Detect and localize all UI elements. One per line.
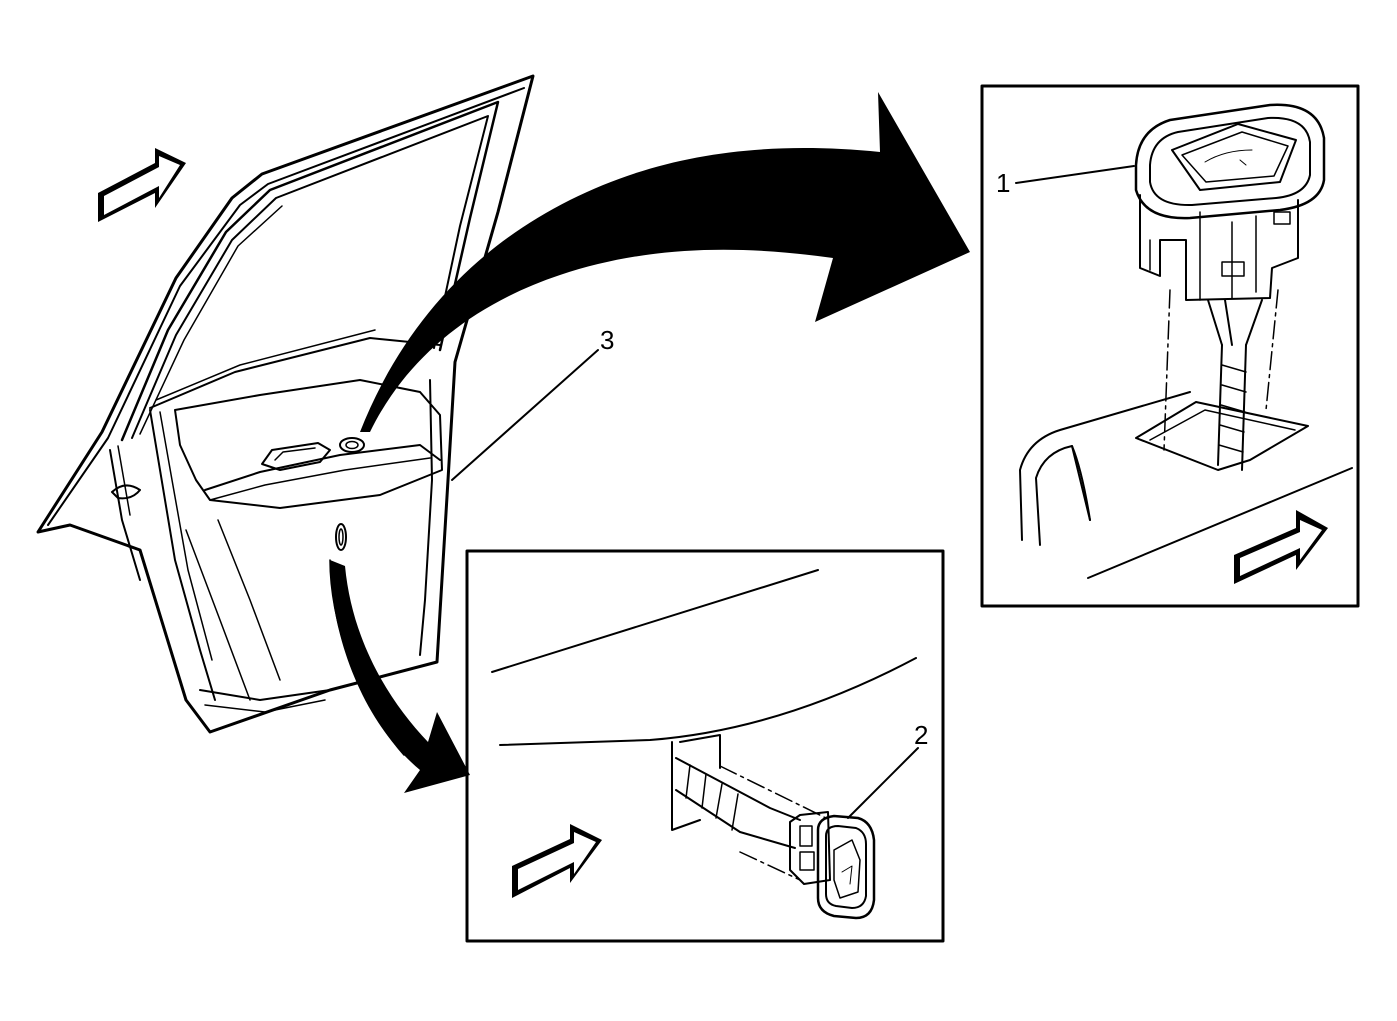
rear-door bbox=[36, 74, 535, 734]
callout-2-label: 2 bbox=[914, 720, 928, 750]
direction-arrow-icon bbox=[98, 148, 186, 222]
callout-1-leader bbox=[1015, 165, 1135, 184]
curved-arrow-icon bbox=[360, 92, 970, 432]
upper-inset bbox=[980, 84, 1360, 608]
direction-arrow-icon bbox=[1234, 510, 1328, 584]
callout-1-label: 1 bbox=[996, 168, 1010, 198]
callout-3-label: 3 bbox=[600, 325, 614, 355]
curved-arrow-icon bbox=[330, 560, 470, 793]
callout-3-leader bbox=[451, 349, 599, 481]
lower-inset bbox=[465, 549, 945, 943]
callout-2-leader bbox=[847, 747, 919, 819]
direction-arrow-icon bbox=[512, 824, 602, 898]
